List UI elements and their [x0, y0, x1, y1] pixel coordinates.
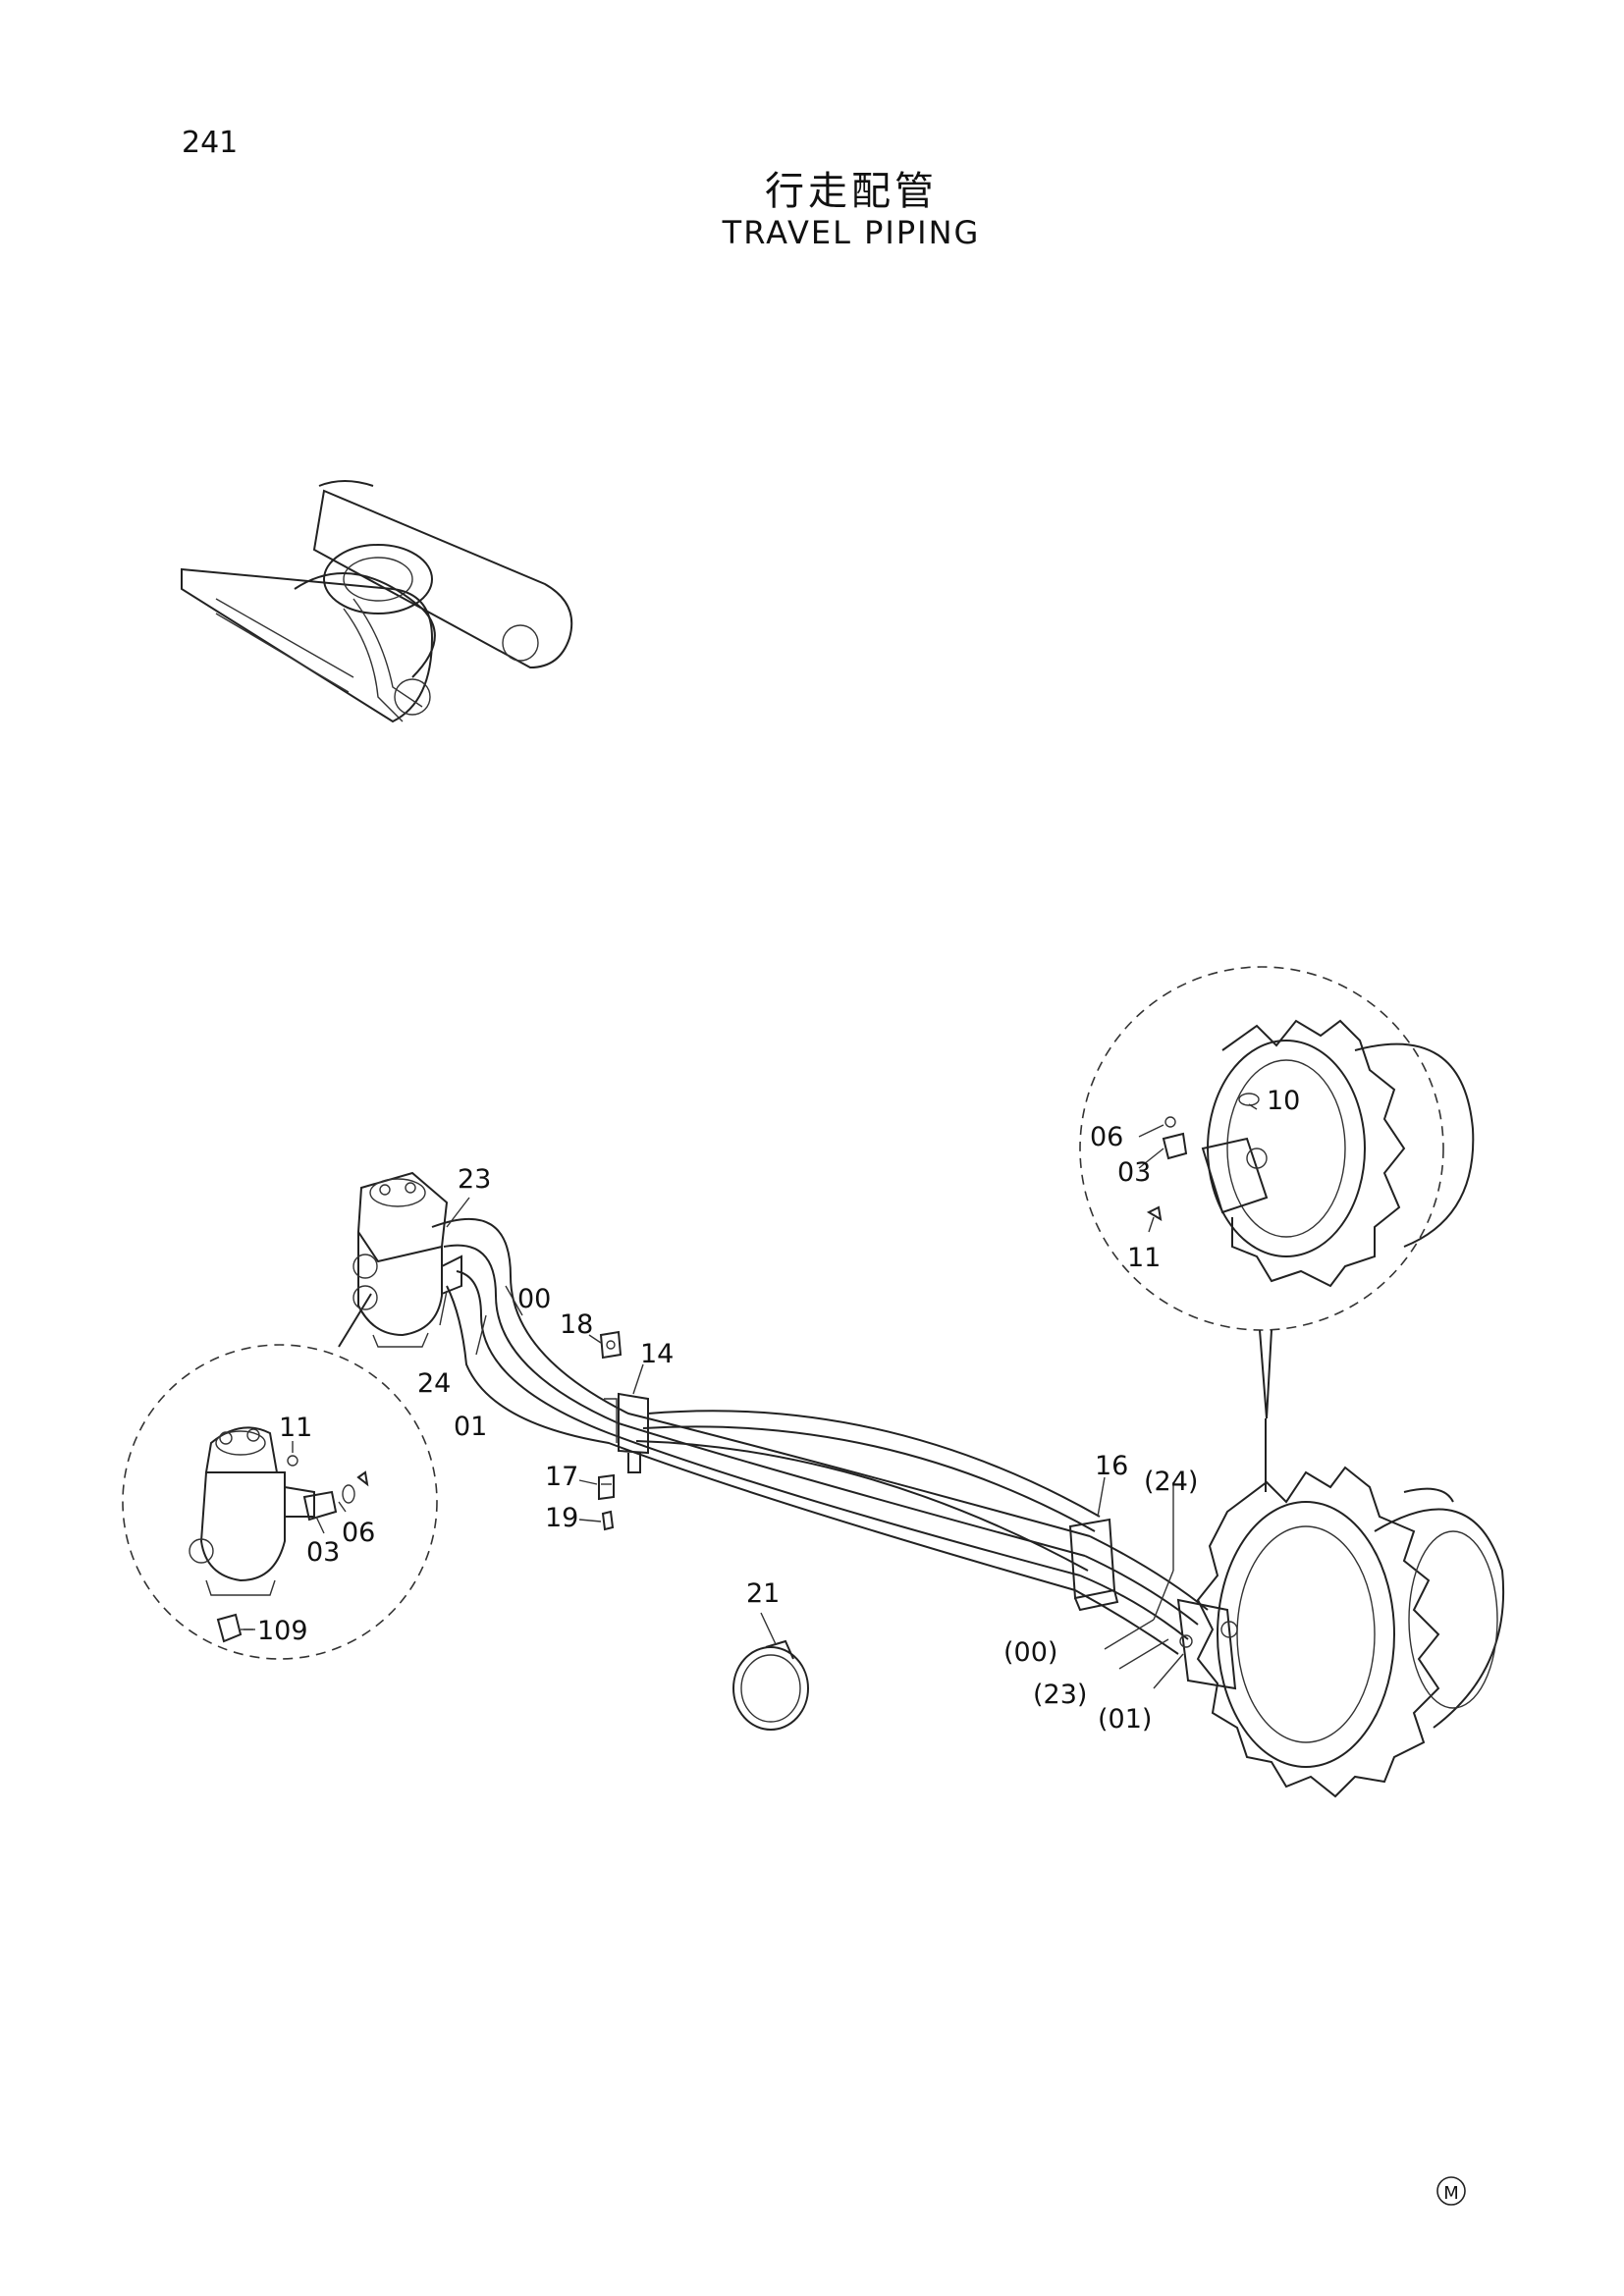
right-callout-06: 06 [1090, 1122, 1123, 1152]
callout-00: 00 [517, 1284, 551, 1314]
callout-00-paren: (00) [1003, 1637, 1057, 1668]
callout-16: 16 [1095, 1451, 1128, 1481]
leader-lines [439, 1197, 644, 1395]
right-callout-10: 10 [1267, 1086, 1300, 1116]
callout-14: 14 [640, 1339, 674, 1369]
right-callout-11: 11 [1127, 1243, 1161, 1273]
fasteners-17-18-19 [578, 1330, 623, 1531]
clamp-16 [1068, 1476, 1119, 1612]
swivel-joint [352, 1171, 462, 1348]
callout-24: 24 [417, 1368, 451, 1399]
callout-17: 17 [545, 1462, 578, 1492]
left-callout-03: 03 [306, 1537, 340, 1568]
undercarriage-thumbnail [181, 480, 573, 723]
hose-bundle [431, 1217, 1209, 1655]
right-callout-03: 03 [1117, 1157, 1151, 1188]
left-callout-109: 109 [257, 1616, 308, 1646]
clamp-21 [732, 1612, 809, 1731]
callout-24-paren: (24) [1144, 1467, 1198, 1497]
m-mark-letter: M [1443, 2183, 1459, 2204]
callout-21: 21 [746, 1578, 780, 1609]
travel-motor [1104, 1466, 1505, 1798]
right-detail-view [1079, 966, 1475, 1492]
left-callout-06: 06 [342, 1518, 375, 1548]
callout-labels: 23 00 18 14 24 01 17 19 21 16 (24) (00) … [244, 1086, 1300, 1735]
callout-18: 18 [560, 1309, 593, 1340]
page-number: 241 [182, 126, 239, 160]
callout-23: 23 [458, 1164, 491, 1195]
m-mark-symbol: M [1436, 2176, 1466, 2206]
callout-01-paren: (01) [1098, 1704, 1152, 1735]
left-callout-11: 11 [279, 1413, 312, 1443]
clamp-14 [604, 1392, 649, 1473]
title-english: TRAVEL PIPING [722, 214, 981, 251]
callout-19: 19 [545, 1503, 578, 1533]
callout-01: 01 [454, 1412, 487, 1442]
left-detail-view [122, 1293, 438, 1660]
title-japanese: 行走配管 [765, 169, 938, 214]
callout-23-paren: (23) [1033, 1680, 1087, 1710]
